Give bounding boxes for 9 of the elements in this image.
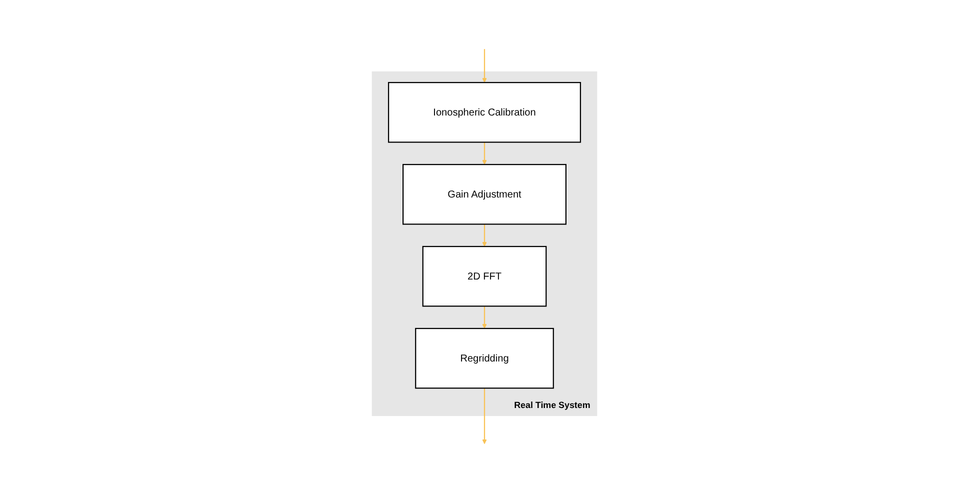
node-box: Ionospheric Calibration <box>388 82 582 143</box>
arrow <box>482 142 487 165</box>
node-box: 2D FFT <box>422 246 547 307</box>
arrow <box>482 306 487 329</box>
node-box: Regridding <box>415 328 554 389</box>
arrow <box>482 49 487 83</box>
arrow <box>482 224 487 247</box>
node-box: Gain Adjustment <box>402 164 566 225</box>
arrow <box>482 388 487 444</box>
